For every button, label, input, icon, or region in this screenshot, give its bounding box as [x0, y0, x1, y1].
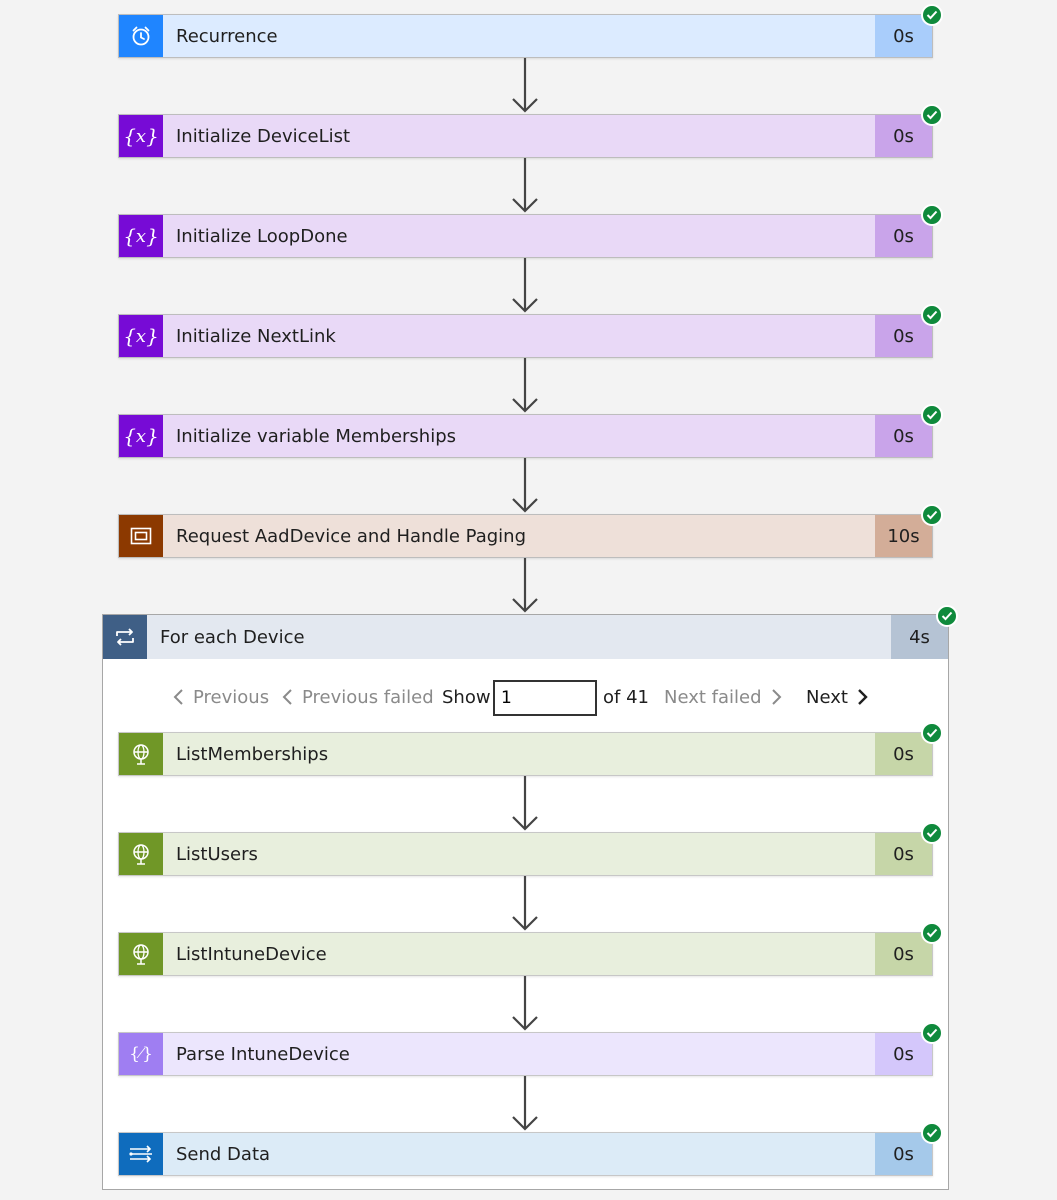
- step-label: ListIntuneDevice: [163, 933, 875, 975]
- success-check-icon: [921, 4, 943, 26]
- success-check-icon: [921, 822, 943, 844]
- success-check-icon: [936, 605, 958, 627]
- arrow-down-icon: [512, 158, 538, 213]
- parse-json-icon: {⁄}: [119, 1033, 163, 1075]
- step-initialize-nextlink[interactable]: {x} Initialize NextLink 0s: [118, 304, 943, 358]
- next-button[interactable]: Next: [806, 675, 868, 719]
- chevron-right-icon: [771, 689, 781, 705]
- next-failed-button[interactable]: Next failed: [664, 675, 782, 719]
- success-check-icon: [921, 104, 943, 126]
- iteration-pager: Previous Previous failed Show of 41 Next…: [103, 675, 948, 719]
- chevron-left-icon: [282, 689, 292, 705]
- step-duration: 0s: [875, 115, 932, 157]
- step-label: Request AadDevice and Handle Paging: [163, 515, 875, 557]
- alarm-clock-icon: [119, 15, 163, 57]
- step-initialize-memberships[interactable]: {x} Initialize variable Memberships 0s: [118, 404, 943, 458]
- step-label: Initialize variable Memberships: [163, 415, 875, 457]
- step-listmemberships[interactable]: ListMemberships 0s: [118, 722, 943, 776]
- arrow-down-icon: [512, 876, 538, 931]
- step-label: Parse IntuneDevice: [163, 1033, 875, 1075]
- step-recurrence[interactable]: Recurrence 0s: [118, 4, 943, 58]
- step-duration: 0s: [875, 15, 932, 57]
- next-failed-label: Next failed: [664, 686, 762, 708]
- arrow-down-icon: [512, 558, 538, 613]
- step-duration: 0s: [875, 833, 932, 875]
- success-check-icon: [921, 404, 943, 426]
- arrow-down-icon: [512, 58, 538, 113]
- step-duration: 0s: [875, 315, 932, 357]
- send-data-icon: [119, 1133, 163, 1175]
- step-label: Recurrence: [163, 15, 875, 57]
- step-label: ListMemberships: [163, 733, 875, 775]
- step-duration: 10s: [875, 515, 932, 557]
- step-duration: 0s: [875, 415, 932, 457]
- scope-icon: [119, 515, 163, 557]
- arrow-down-icon: [512, 1076, 538, 1131]
- arrow-down-icon: [512, 358, 538, 413]
- arrow-down-icon: [512, 976, 538, 1031]
- previous-button[interactable]: Previous: [173, 675, 269, 719]
- variable-icon: {x}: [119, 415, 163, 457]
- step-duration: 0s: [875, 733, 932, 775]
- step-label: Initialize DeviceList: [163, 115, 875, 157]
- success-check-icon: [921, 722, 943, 744]
- success-check-icon: [921, 504, 943, 526]
- variable-icon: {x}: [119, 215, 163, 257]
- variable-icon: {x}: [119, 115, 163, 157]
- step-label: ListUsers: [163, 833, 875, 875]
- previous-label: Previous: [193, 686, 270, 708]
- chevron-right-icon: [858, 689, 868, 705]
- arrow-down-icon: [512, 458, 538, 513]
- variable-icon: {x}: [119, 315, 163, 357]
- success-check-icon: [921, 1022, 943, 1044]
- step-send-data[interactable]: Send Data 0s: [118, 1122, 943, 1176]
- step-duration: 0s: [875, 1033, 932, 1075]
- show-label: Show: [442, 686, 491, 708]
- step-label: Initialize NextLink: [163, 315, 875, 357]
- step-listintunedevice[interactable]: ListIntuneDevice 0s: [118, 922, 943, 976]
- http-globe-icon: [119, 733, 163, 775]
- loop-icon: [103, 615, 147, 659]
- step-initialize-devicelist[interactable]: {x} Initialize DeviceList 0s: [118, 104, 943, 158]
- loop-header[interactable]: For each Device 4s: [103, 615, 948, 659]
- previous-failed-button[interactable]: Previous failed: [282, 675, 434, 719]
- step-parse-intunedevice[interactable]: {⁄} Parse IntuneDevice 0s: [118, 1022, 943, 1076]
- success-check-icon: [921, 1122, 943, 1144]
- loop-label: For each Device: [160, 626, 305, 648]
- step-listusers[interactable]: ListUsers 0s: [118, 822, 943, 876]
- success-check-icon: [921, 304, 943, 326]
- http-globe-icon: [119, 933, 163, 975]
- step-duration: 0s: [875, 215, 932, 257]
- success-check-icon: [921, 922, 943, 944]
- step-request-aaddevice[interactable]: Request AadDevice and Handle Paging 10s: [118, 504, 943, 558]
- arrow-down-icon: [512, 258, 538, 313]
- step-initialize-loopdone[interactable]: {x} Initialize LoopDone 0s: [118, 204, 943, 258]
- previous-failed-label: Previous failed: [302, 686, 434, 708]
- step-duration: 0s: [875, 1133, 932, 1175]
- page-number-input[interactable]: [493, 680, 597, 716]
- step-label: Send Data: [163, 1133, 875, 1175]
- chevron-left-icon: [173, 689, 183, 705]
- step-duration: 0s: [875, 933, 932, 975]
- success-check-icon: [921, 204, 943, 226]
- arrow-down-icon: [512, 776, 538, 831]
- step-label: Initialize LoopDone: [163, 215, 875, 257]
- page-total: of 41: [603, 686, 649, 708]
- http-globe-icon: [119, 833, 163, 875]
- next-label: Next: [806, 686, 848, 708]
